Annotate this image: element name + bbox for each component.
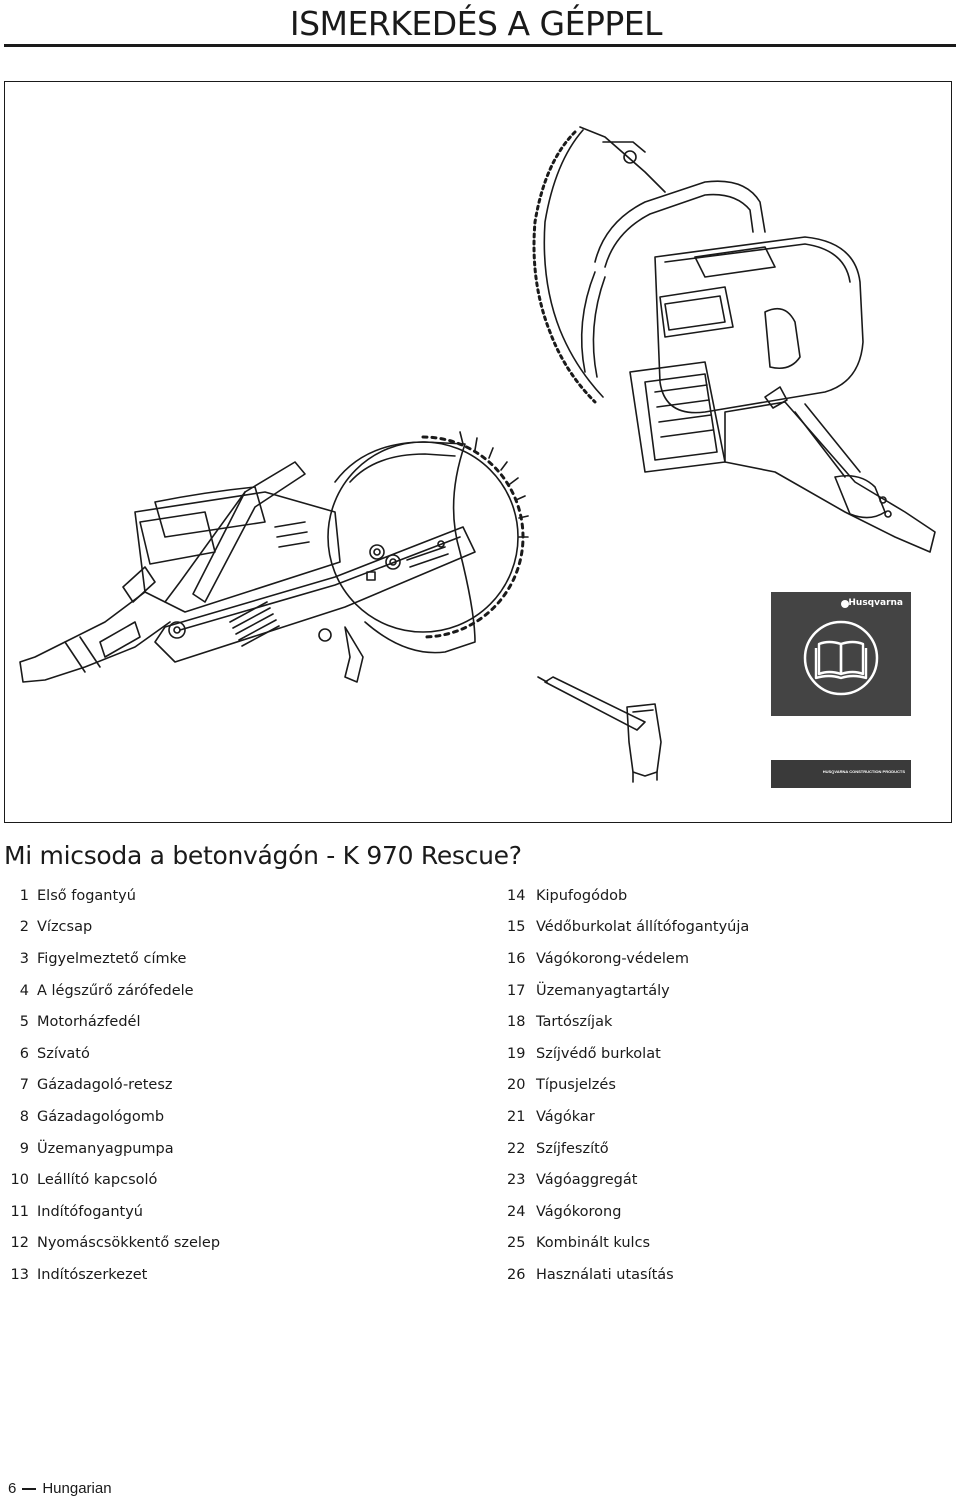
part-number: 3: [19, 950, 29, 967]
part-number: 18: [507, 1014, 526, 1031]
section-heading: Mi micsoda a betonvágón - K 970 Rescue?: [4, 841, 522, 870]
page-number: 6: [8, 1480, 17, 1497]
list-item: 2 Vízcsap: [5, 912, 220, 944]
part-label: Vízcsap: [37, 919, 93, 936]
part-label: Védőburkolat állítófogantyúja: [536, 919, 750, 936]
part-number: 9: [19, 1140, 29, 1157]
operator-manual-cover: Husqvarna: [771, 592, 911, 716]
part-number: 2: [19, 919, 29, 936]
part-number: 17: [507, 982, 526, 999]
part-label: Vágóaggregát: [536, 1172, 638, 1189]
part-label: Kombinált kulcs: [536, 1235, 651, 1252]
part-label: Üzemanyagtartály: [536, 982, 670, 999]
part-label: Használati utasítás: [536, 1266, 674, 1283]
list-item: 4 A légszűrő zárófedele: [5, 975, 220, 1007]
part-number: 26: [507, 1266, 526, 1283]
part-number: 10: [10, 1172, 29, 1189]
list-item: 26 Használati utasítás: [507, 1259, 749, 1291]
part-number: 1: [19, 887, 29, 904]
list-item: 12 Nyomáscsökkentő szelep: [5, 1228, 221, 1260]
part-number: 24: [507, 1203, 526, 1220]
list-item: 3 Figyelmeztető címke: [5, 943, 220, 975]
part-label: Szívató: [37, 1045, 90, 1062]
part-label: Vágókorong-védelem: [536, 950, 689, 967]
manual-footer-label: HUSQVARNA CONSTRUCTION PRODUCTS: [822, 769, 905, 774]
list-item: 5 Motorházfedél: [5, 1006, 220, 1038]
part-number: 14: [507, 887, 526, 904]
part-number: 21: [507, 1108, 526, 1125]
manual-footer-band: HUSQVARNA CONSTRUCTION PRODUCTS: [771, 760, 911, 788]
part-label: Üzemanyagpumpa: [37, 1140, 174, 1157]
part-label: Gázadagológomb: [37, 1108, 165, 1125]
list-item: 22 Szíjfeszítő: [507, 1133, 749, 1165]
husqvarna-crown-icon: [841, 600, 849, 608]
list-item: 8 Gázadagológomb: [5, 1101, 220, 1133]
list-item: 1 Első fogantyú: [5, 880, 220, 912]
part-number: 12: [10, 1235, 29, 1252]
list-item: 7 Gázadagoló-retesz: [5, 1070, 220, 1102]
part-label: Kipufogódob: [536, 887, 628, 904]
part-label: Szíjvédő burkolat: [536, 1045, 661, 1062]
list-item: 16 Vágókorong-védelem: [507, 943, 749, 975]
footer-language: Hungarian: [42, 1480, 112, 1497]
list-item: 15 Védőburkolat állítófogantyúja: [507, 912, 749, 944]
lower-machine-drawing: [19, 431, 529, 683]
part-label: Indítószerkezet: [37, 1266, 148, 1283]
footer-dash: [22, 1487, 37, 1490]
part-number: 5: [19, 1014, 29, 1031]
part-number: 19: [507, 1045, 526, 1062]
list-item: 11 Indítófogantyú: [5, 1196, 220, 1228]
part-number: 4: [19, 982, 29, 999]
part-label: A légszűrő zárófedele: [37, 982, 194, 999]
parts-list-left: 1 Első fogantyú 2 Vízcsap 3 Figyelmeztető c…: [5, 880, 221, 1291]
part-label: Gázadagoló-retesz: [37, 1077, 173, 1094]
part-number: 11: [10, 1203, 29, 1220]
part-number: 7: [19, 1077, 29, 1094]
open-book-icon: [803, 600, 879, 696]
part-number: 6: [19, 1045, 29, 1062]
page-title: ISMERKEDÉS A GÉPPEL: [289, 4, 663, 43]
part-number: 25: [507, 1235, 526, 1252]
header-rule: [4, 44, 956, 47]
part-number: 15: [507, 919, 526, 936]
list-item: 17 Üzemanyagtartály: [507, 975, 749, 1007]
list-item: 18 Tartószíjak: [507, 1006, 749, 1038]
part-label: Tartószíjak: [536, 1014, 613, 1031]
power-cutter-illustration: [19, 126, 936, 783]
part-label: Leállító kapcsoló: [37, 1172, 158, 1189]
list-item: 25 Kombinált kulcs: [507, 1228, 749, 1260]
manual-brand-label: Husqvarna: [848, 598, 903, 608]
list-item: 24 Vágókorong: [507, 1196, 749, 1228]
list-item: 6 Szívató: [5, 1038, 220, 1070]
part-number: 22: [507, 1140, 526, 1157]
list-item: 13 Indítószerkezet: [5, 1259, 220, 1291]
part-label: Vágókar: [536, 1108, 595, 1125]
part-label: Első fogantyú: [37, 887, 136, 904]
page-footer: 6 Hungarian: [8, 1480, 112, 1497]
combination-wrench-drawing: [537, 676, 662, 783]
list-item: 23 Vágóaggregát: [507, 1164, 749, 1196]
list-item: 19 Szíjvédő burkolat: [507, 1038, 749, 1070]
part-number: 23: [507, 1172, 526, 1189]
part-label: Vágókorong: [536, 1203, 622, 1220]
part-number: 20: [507, 1077, 526, 1094]
list-item: 21 Vágókar: [507, 1101, 749, 1133]
list-item: 9 Üzemanyagpumpa: [5, 1133, 220, 1165]
part-label: Motorházfedél: [37, 1014, 141, 1031]
part-label: Indítófogantyú: [37, 1203, 143, 1220]
part-label: Típusjelzés: [536, 1077, 616, 1094]
part-number: 16: [507, 950, 526, 967]
part-label: Nyomáscsökkentő szelep: [37, 1235, 221, 1252]
parts-list-right: 14 Kipufogódob 15 Védőburkolat állítófogan…: [507, 880, 749, 1291]
part-number: 13: [10, 1266, 29, 1283]
part-label: Szíjfeszítő: [536, 1140, 609, 1157]
part-number: 8: [19, 1108, 29, 1125]
list-item: 10 Leállító kapcsoló: [5, 1164, 220, 1196]
illustration-frame: Husqvarna HUSQVARNA CONSTRUCTION PRODUCT…: [4, 81, 952, 823]
upper-machine-drawing: [532, 126, 936, 553]
list-item: 14 Kipufogódob: [507, 880, 749, 912]
part-label: Figyelmeztető címke: [37, 950, 187, 967]
list-item: 20 Típusjelzés: [507, 1070, 749, 1102]
